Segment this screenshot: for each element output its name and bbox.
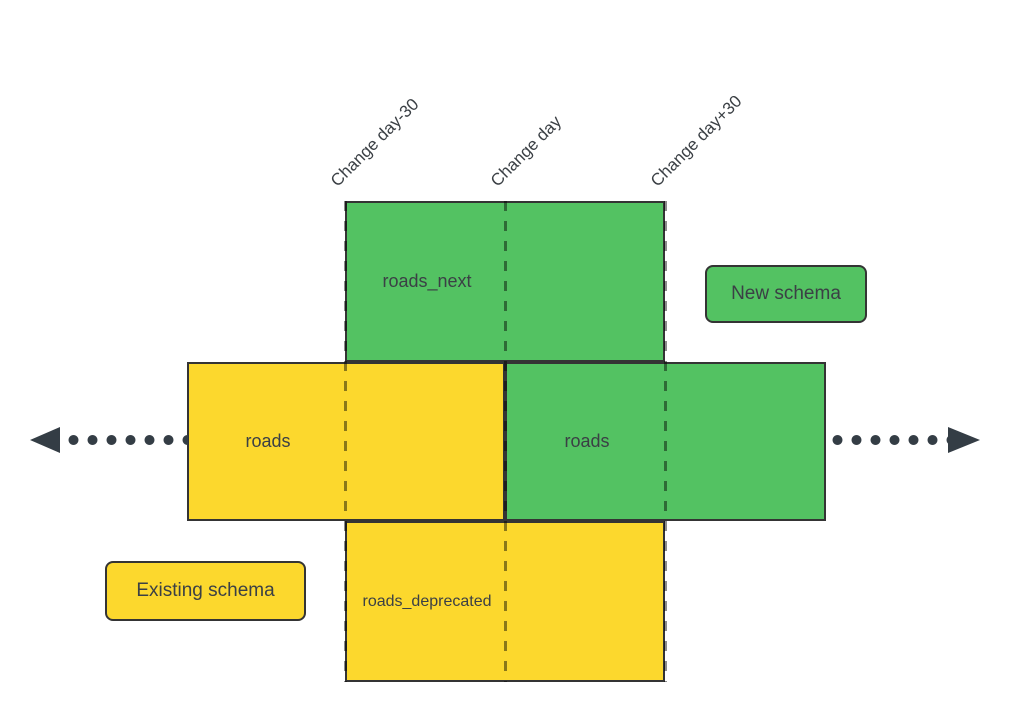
timeline-label-change-day: Change day xyxy=(486,112,566,191)
timeline-label-change-day-minus-30: Change day-30 xyxy=(326,94,423,191)
legend-new-schema-label: New schema xyxy=(731,283,841,304)
timeline-label-change-day-plus-30: Change day+30 xyxy=(646,91,746,191)
dotted-line-left xyxy=(64,434,188,446)
box-roads-new: roads xyxy=(505,362,826,521)
arrowhead-right-icon xyxy=(948,427,980,453)
box-roads-deprecated-label: roads_deprecated xyxy=(362,592,492,610)
box-roads-deprecated: roads_deprecated xyxy=(345,521,665,682)
dotted-line-right xyxy=(828,434,948,446)
box-roads-existing-label: roads xyxy=(245,431,291,451)
dashed-line-change-day-plus-30 xyxy=(664,201,667,682)
dashed-line-change-day xyxy=(504,201,507,682)
box-roads-existing: roads xyxy=(187,362,505,521)
legend-existing-schema-label: Existing schema xyxy=(136,580,275,601)
dashed-line-change-day-minus-30 xyxy=(344,201,347,682)
legend-new-schema: New schema xyxy=(705,265,867,323)
box-roads-next-label: roads_next xyxy=(382,271,472,291)
box-roads-new-label: roads xyxy=(564,431,610,451)
arrowhead-left-icon xyxy=(30,427,60,453)
legend-existing-schema: Existing schema xyxy=(105,561,306,621)
box-roads-next: roads_next xyxy=(345,201,665,362)
